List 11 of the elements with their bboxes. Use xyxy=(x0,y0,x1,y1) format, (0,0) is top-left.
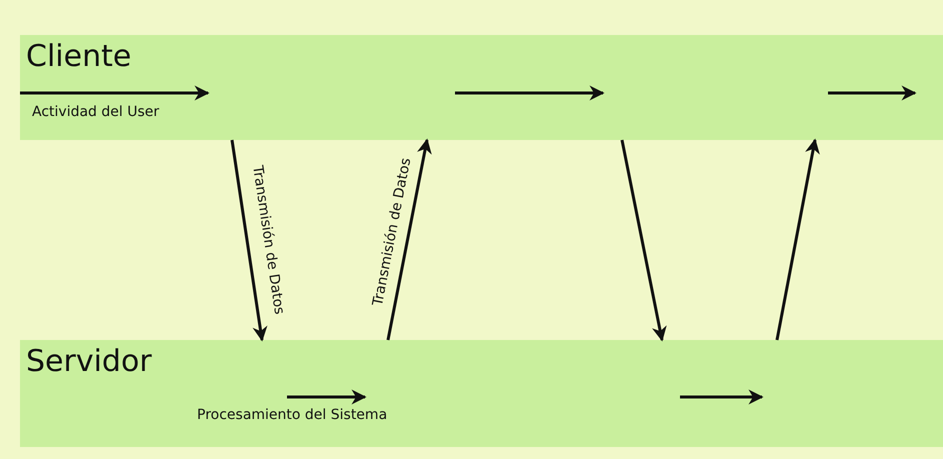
arrow xyxy=(620,140,667,342)
edge-label: Transmisión de Datos xyxy=(249,164,288,316)
swimlane-band xyxy=(20,35,943,140)
step-label: Procesamiento del Sistema xyxy=(197,407,388,423)
step-label: Actividad del User xyxy=(32,104,160,120)
lane-title: Cliente xyxy=(26,39,132,74)
arrow xyxy=(386,138,432,340)
lane-title: Servidor xyxy=(26,344,152,379)
arrow xyxy=(776,138,820,340)
swimlane-band xyxy=(20,340,943,447)
arrow xyxy=(230,140,268,342)
